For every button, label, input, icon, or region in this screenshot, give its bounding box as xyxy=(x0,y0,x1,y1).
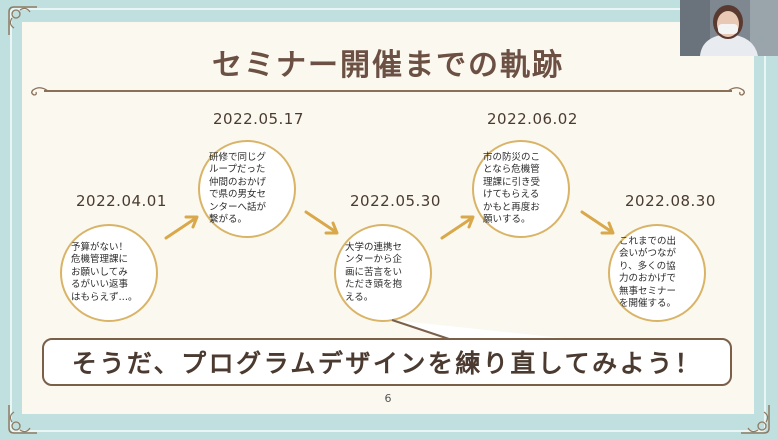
page-number: 6 xyxy=(384,392,392,405)
presentation-slide: セミナー開催までの軌跡 2022.04.01 予算がない！ 危機管理課に お願い… xyxy=(22,22,754,414)
arrow-right-icon xyxy=(304,210,339,235)
slide-title: セミナー開催までの軌跡 xyxy=(212,48,564,83)
frame-border xyxy=(10,8,766,432)
milestone-date: 2022.05.17 xyxy=(213,110,304,128)
milestone-node: 研修で同じグ ループだった 仲間のおかげ で県の男女セ ンターへ話が 繋がる。 xyxy=(198,140,296,238)
milestone-text: これまでの出 会いがつなが り、多くの協 力のおかげで 無事セミナー を開催する… xyxy=(619,235,677,310)
milestone-text: 大学の連携セ ンターから企 画に苦言をい ただき頭を抱 える。 xyxy=(345,241,403,303)
milestone-date: 2022.06.02 xyxy=(487,110,578,128)
arrow-right-icon xyxy=(164,215,199,240)
milestone-text: 予算がない！ 危機管理課に お願いしてみ るがいい返事 はもらえず…。 xyxy=(71,241,138,303)
arrow-right-icon xyxy=(440,215,475,240)
milestone-date: 2022.08.30 xyxy=(625,192,716,210)
corner-ornament-icon xyxy=(738,402,772,436)
milestone-text: 研修で同じグ ループだった 仲間のおかげ で県の男女セ ンターへ話が 繋がる。 xyxy=(209,151,267,226)
banner-text: そうだ、プログラムデザインを練り直してみよう！ xyxy=(71,349,703,378)
title-divider xyxy=(44,90,732,92)
milestone-date: 2022.04.01 xyxy=(76,192,167,210)
webcam-participant-video xyxy=(680,0,778,56)
milestone-text: 市の防災のこ となら危機管 理課に引き受 けてもらえる かもと再度お 願いする。 xyxy=(483,151,541,226)
milestone-node: 市の防災のこ となら危機管 理課に引き受 けてもらえる かもと再度お 願いする。 xyxy=(472,140,570,238)
arrow-right-icon xyxy=(580,210,615,235)
divider-ornament-icon xyxy=(31,87,49,96)
milestone-node: 大学の連携セ ンターから企 画に苦言をい ただき頭を抱 える。 xyxy=(334,224,432,322)
corner-ornament-icon xyxy=(6,402,40,436)
divider-ornament-icon xyxy=(727,87,745,96)
key-message-banner: そうだ、プログラムデザインを練り直してみよう！ xyxy=(42,338,732,386)
milestone-node: 予算がない！ 危機管理課に お願いしてみ るがいい返事 はもらえず…。 xyxy=(60,224,158,322)
corner-ornament-icon xyxy=(6,4,40,38)
milestone-node: これまでの出 会いがつなが り、多くの協 力のおかげで 無事セミナー を開催する… xyxy=(608,224,706,322)
milestone-date: 2022.05.30 xyxy=(350,192,441,210)
